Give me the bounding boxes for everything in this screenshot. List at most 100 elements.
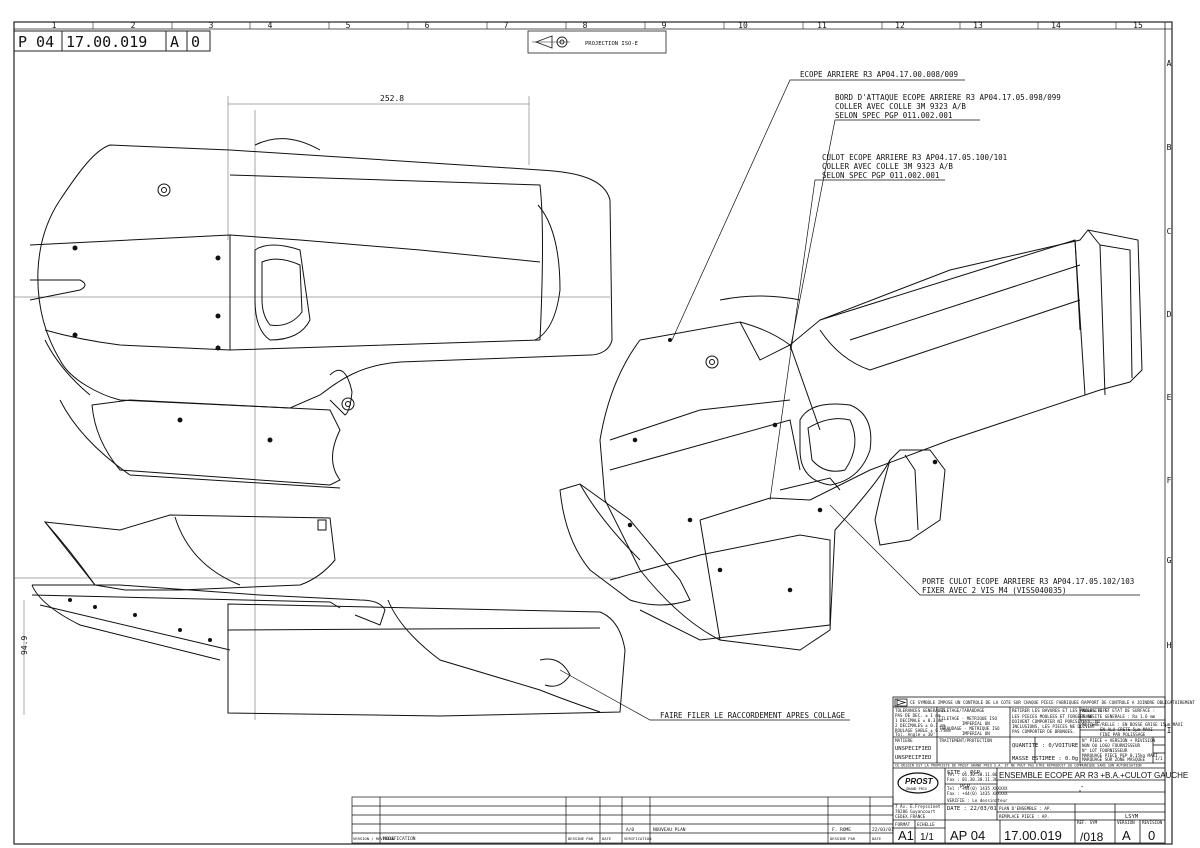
tb-tol-4: Tol. Angle ± 30' [895, 732, 935, 737]
drawing-frame [13, 21, 1173, 845]
tb-gestion-0: N° PIECE + VERSION + REVISION [1082, 738, 1156, 743]
side-view-part [31, 514, 626, 717]
tb-ech: 1/1 [1155, 756, 1163, 761]
tb-doc-number: 17.00.019 [1004, 828, 1062, 843]
construction-lines [14, 96, 620, 720]
tb-site-0: PGP [960, 784, 971, 790]
tb-tol-1: 1 DECIMALE ± 0.3 mm [895, 718, 943, 723]
isometric-view-part [559, 229, 1143, 651]
tb-surface-0: RUGOSITE GENERALE : Ra 1.6 mm [1082, 714, 1156, 719]
tb-ref-sym-label: REF. SYM [1077, 820, 1098, 825]
row-F: F [1167, 476, 1172, 485]
rev-col-dessine-par-2: DESSINE PAR [830, 836, 856, 841]
control-symbol-icon [894, 698, 908, 707]
row-E: E [1167, 393, 1172, 402]
tb-site-1: Tel : 01.30.30.11.00 [947, 772, 998, 777]
rev-col-dessine-par: DESSINE PAR [568, 836, 594, 841]
col-5: 5 [346, 21, 351, 30]
col-15: 15 [1133, 21, 1143, 30]
rev-date: 22/03/01 [872, 827, 894, 833]
tb-note: CE SYMBOLE IMPOSE UN CONTROLE DE LA COTE… [910, 700, 1195, 705]
rev-nouveau-plan: NOUVEAU PLAN [653, 827, 686, 833]
tb-property: CE DESSIN EST LA PROPRIETE DE PROST GRAN… [895, 764, 1142, 768]
row-G: G [1167, 556, 1172, 565]
callout-porte-culot-2: FIXER AVEC 2 VIS M4 (VISS040035) [922, 586, 1067, 595]
top-version: A [170, 33, 179, 51]
tb-date: DATE : 22/03/01 [947, 806, 997, 812]
tb-lsym: LSYM [1125, 814, 1139, 820]
tb-remplace: REMPLACE PIECE : AP. [999, 814, 1049, 819]
tb-tol-2: 2 DECIMALES ± 0.1 mm [895, 723, 946, 728]
callout-culot-3: SELON SPEC PGP 011.002.001 [822, 171, 939, 180]
dimension-top: 252.8 [380, 94, 404, 103]
tb-verif: VERIFIE : Le dessinateur [947, 798, 1008, 803]
tb-format-label: FORMAT [895, 822, 911, 827]
tb-finish-3: IMPERIAL UN [962, 731, 990, 736]
tb-gestion-3: MARQUAGE PIECE PEP 0.15kg MAXI [1082, 753, 1158, 758]
dimension-side: 94.9 [20, 636, 29, 655]
tb-surface-1: MATIERE/RELLE : EN BOSSE GRISE 15µm MAXI [1082, 722, 1183, 727]
top-doc-number-box: P 04 17.00.019 A 0 [13, 30, 211, 52]
tb-notes-head: RETIRER LES BAVURES ET LES ANGLES VIFS [1012, 708, 1108, 713]
tb-notes-2: INCLUSIONS, LES PIECES NE DOIVENT [1012, 724, 1096, 729]
leader-lines [559, 79, 1140, 721]
col-6: 6 [425, 21, 430, 30]
tb-address-1: 78286 Guyancourt [895, 809, 936, 814]
tb-treatment-head: TRAITEMENT/PROTECTION [939, 738, 992, 743]
tb-site-label: SITE : PGP [947, 770, 981, 776]
col-7: 7 [504, 21, 509, 30]
tb-address-2: CEDEX FRANCE [895, 814, 926, 819]
tb-finish-0: FILETAGE - METRIQUE ISO [939, 716, 997, 721]
top-revision: 0 [191, 33, 200, 51]
tb-finish-1: IMPERIAL UN [962, 721, 990, 726]
callout-porte-culot-1: PORTE CULOT ECOPE ARRIERE R3 AP04.17.05.… [922, 577, 1134, 586]
tb-gestion-1: NON OU LOGO FOURNISSEUR [1082, 743, 1140, 748]
tb-ref-0: Tel : +44(0) 1435 XXXXXX [947, 786, 1008, 791]
col-14: 14 [1051, 21, 1061, 30]
rev-col-date: DATE [602, 836, 612, 841]
row-A: A [1167, 59, 1172, 68]
tb-ref-sym: /018 [1080, 830, 1104, 844]
rev-col-version: VERSION / REVISION [353, 836, 395, 841]
tb-finish-head: FILETAGE/TARAUDAGE [939, 708, 985, 713]
rev-a-label: A/0 [626, 827, 634, 833]
tb-material-0: UNSPECIFIED [895, 746, 931, 752]
callout-culot-2: COLLER AVEC COLLE 3M 9323 A/B [822, 162, 953, 171]
col-9: 9 [662, 21, 667, 30]
tb-echelle-label: ECHELLE [917, 822, 935, 827]
rev-dessine: F. ROME [832, 827, 851, 833]
projection-label: PROJECTION ISO-E [585, 41, 638, 47]
prost-logo: PROST GRAND PRIX [897, 772, 939, 794]
tb-echelle: 1/1 [920, 832, 934, 843]
tb-finish-2: TARAUDAGE - METRIQUE ISO [939, 726, 1000, 731]
rev-col-verification: VERIFICATION [624, 836, 652, 841]
tb-tol-3: ROULAGE SABLE ± 0.75mm [895, 728, 951, 733]
row-C: C [1167, 227, 1172, 236]
col-1: 1 [52, 21, 57, 30]
callout-faire-filer: FAIRE FILER LE RACCORDEMENT APRES COLLAG… [660, 711, 846, 720]
tb-title-dash: - [1080, 783, 1084, 791]
col-2: 2 [131, 21, 136, 30]
callout-ecope-arriere: ECOPE ARRIERE R3 AP04.17.00.008/009 [800, 70, 958, 79]
tb-plan: PLAN D'ENSEMBLE : AP. [999, 806, 1052, 811]
tb-notes-1: DOIVENT COMPORTER NI PORCSITEES, NI [1012, 719, 1101, 724]
tb-gestion-2: N° LOT FOURNISSEUR [1082, 748, 1128, 753]
title-block [892, 696, 1166, 844]
projection-cone-icon [532, 35, 570, 49]
tb-ref-1: Fax : +44(0) 1435 XXXXXX [947, 791, 1008, 796]
tb-surface-3: FINI PAR POLISSAGE [1100, 732, 1146, 737]
row-D: D [1167, 310, 1172, 319]
rev-col-date-2: DATE [872, 836, 882, 841]
row-B: B [1167, 143, 1172, 152]
tb-title: ENSEMBLE ECOPE AR R3 +B.A.+CULOT GAUCHE [999, 771, 1188, 780]
callout-bord-attaque-1: BORD D'ATTAQUE ECOPE ARRIERE R3 AP04.17.… [835, 93, 1061, 102]
tb-revision-label: REVISION [1142, 820, 1163, 825]
top-prefix: P 04 [18, 33, 54, 51]
tb-tol-0: PAS DE DEC. ± 1 mm [895, 713, 941, 718]
tb-ap: AP 04 [950, 828, 985, 843]
tb-version-label: VERSION [1117, 820, 1135, 825]
callout-culot-1: CULOT ECOPE ARRIERE R3 AP04.17.05.100/10… [822, 153, 1007, 162]
tb-revision: 0 [1148, 828, 1155, 843]
logo-subtext: GRAND PRIX [906, 787, 928, 791]
col-12: 12 [895, 21, 905, 30]
